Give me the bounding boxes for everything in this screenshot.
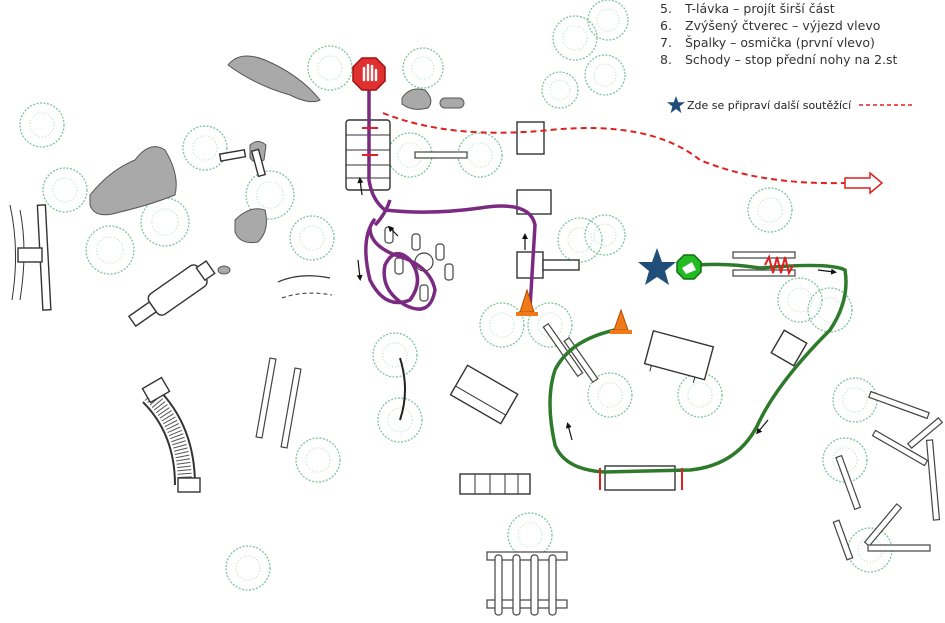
tree-icon — [777, 277, 823, 323]
legend: 5.T-lávka – projít širší část 6.Zvýšený … — [660, 0, 897, 68]
bridge-obstacle — [17, 247, 43, 263]
tree-icon — [541, 71, 579, 109]
ladder-obstacle — [459, 473, 531, 495]
star-icon — [667, 96, 685, 114]
green-route — [548, 262, 848, 474]
box-obstacle — [516, 121, 545, 155]
tree-icon — [85, 225, 135, 275]
rock — [217, 265, 231, 275]
tree-icon — [677, 372, 723, 418]
start-sign-icon — [676, 254, 702, 280]
tree-icon — [507, 512, 553, 558]
tree-icon — [479, 302, 525, 348]
purple-route — [364, 82, 537, 311]
tree-icon — [245, 170, 295, 220]
stop-marks — [362, 127, 683, 490]
spring-coil — [764, 254, 794, 276]
tree-icon — [747, 187, 793, 233]
stop-sign-icon — [352, 57, 386, 91]
curved-tunnel-obstacle — [141, 376, 201, 493]
rocks — [89, 55, 465, 275]
tree-icon — [289, 215, 335, 261]
spring-obstacle — [732, 251, 796, 277]
cone-icon — [610, 308, 632, 334]
pole-obstacle — [280, 367, 302, 449]
rock — [89, 146, 177, 216]
seesaw-obstacle — [449, 364, 519, 425]
tree-icon — [402, 47, 444, 89]
tree-icon — [140, 197, 190, 247]
plank-obstacle — [218, 148, 247, 162]
slalom-line — [399, 357, 406, 421]
crossing-poles — [832, 390, 944, 561]
tree-icon — [584, 214, 626, 256]
rock — [227, 55, 321, 103]
box-obstacle — [643, 329, 715, 384]
cone-icon — [516, 288, 538, 316]
pole-obstacle — [542, 322, 584, 378]
tree-icon — [295, 437, 341, 483]
plank-obstacle — [414, 151, 468, 159]
curve-obstacle — [281, 292, 333, 299]
curve-obstacle — [277, 275, 331, 283]
legend-item: 5.T-lávka – projít širší část — [660, 1, 835, 16]
purple-route — [373, 199, 392, 227]
next-competitor-note: Zde se připraví další soutěžící — [667, 96, 916, 114]
tree-icon — [832, 377, 878, 423]
tree-icon — [19, 102, 65, 148]
plank-obstacle — [250, 148, 267, 178]
raised-square-obstacle — [516, 189, 580, 279]
tree-icon — [557, 217, 603, 263]
tree-icon — [584, 54, 626, 96]
tree-icon — [225, 545, 271, 591]
legend-item: 8.Schody – stop přední nohy na 2.st — [660, 52, 898, 67]
direction-arrows — [356, 177, 837, 441]
rock — [439, 97, 465, 109]
tunnel-obstacle — [127, 260, 216, 328]
tree-icon — [372, 332, 418, 378]
tree-icon — [587, 372, 633, 418]
next-route-dashed — [382, 112, 846, 185]
tree-icon — [377, 397, 423, 443]
rock — [401, 88, 432, 110]
tree-icon — [552, 15, 598, 61]
note-text: Zde se připraví další soutěžící — [687, 98, 852, 112]
tree-icon — [182, 125, 228, 171]
tree-icon — [457, 132, 503, 178]
rock — [234, 208, 267, 243]
tree-icon — [42, 167, 88, 213]
tree-icon — [587, 0, 629, 41]
tree-icon — [307, 45, 353, 91]
legend-item: 6.Zvýšený čtverec – výjezd vlevo — [660, 18, 881, 33]
pole-obstacle — [255, 357, 277, 439]
star-icon — [638, 248, 676, 285]
stairs-obstacle — [486, 551, 568, 616]
legend-item: 7.Špalky – osmička (první vlevo) — [660, 35, 875, 50]
next-arrow — [844, 171, 884, 195]
dashed-line — [859, 104, 915, 106]
obstacles — [9, 119, 944, 616]
square-obstacle — [770, 329, 808, 367]
